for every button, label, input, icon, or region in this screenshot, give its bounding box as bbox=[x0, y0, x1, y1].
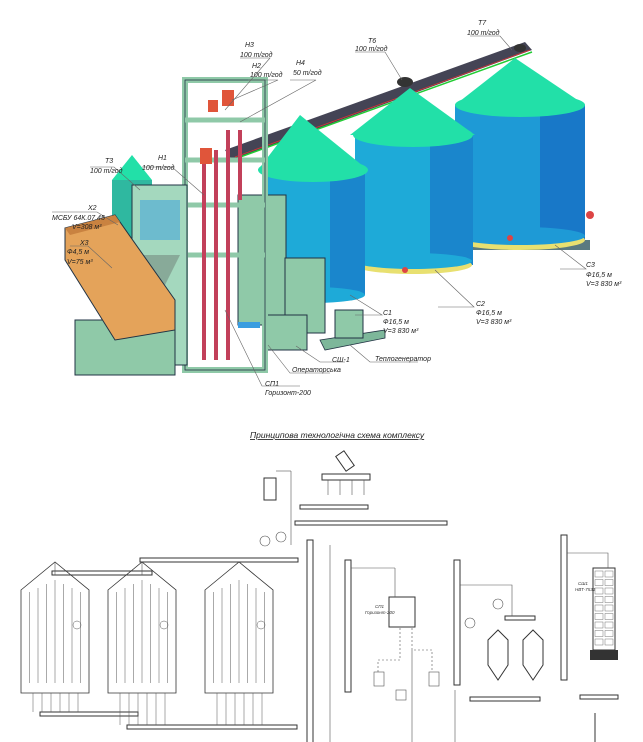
fan-icon bbox=[402, 267, 408, 273]
sp1-intake bbox=[238, 322, 260, 328]
label-c1-line2: V=3 830 м³ bbox=[383, 328, 419, 335]
label-t3-cap: 100 т/год bbox=[90, 167, 123, 175]
label-c3-name: С3 bbox=[586, 262, 595, 269]
label-c2-line2: V=3 830 м³ bbox=[476, 319, 512, 326]
label-n2-name: Н2 bbox=[252, 63, 261, 70]
conveyor-t8 bbox=[39, 711, 139, 717]
schematic-silo bbox=[107, 561, 177, 725]
elevator-n4 bbox=[560, 534, 568, 681]
truck-dump bbox=[321, 450, 371, 495]
label-x2-line2: V=308 м³ bbox=[72, 224, 102, 231]
label-sp1-name: СП1 bbox=[265, 381, 279, 388]
schematic-title: Принципова технологічна схема комплексу bbox=[250, 430, 425, 440]
orange-building bbox=[64, 214, 176, 376]
label-c3-line2: V=3 830 м³ bbox=[586, 281, 622, 288]
label-n3-name: Н3 bbox=[245, 42, 254, 49]
label-t6-cap: 100 т/год bbox=[355, 45, 388, 53]
sch-label-sh1-name: СШ1 bbox=[578, 581, 588, 586]
fan-icon bbox=[275, 531, 287, 543]
render-3d: Т7 100 т/год Т6 100 т/год Н3 100 т/год Н… bbox=[52, 20, 622, 397]
silo-c2 bbox=[350, 88, 475, 274]
label-n1-name: Н1 bbox=[158, 155, 167, 162]
sch-label-sp1-line1: Горизонт-200 bbox=[365, 610, 395, 615]
label-sp1-line1: Горизонт-200 bbox=[265, 390, 311, 397]
fan-icon bbox=[464, 617, 476, 629]
thermometry-icon bbox=[159, 620, 169, 630]
fan-icon bbox=[492, 598, 504, 610]
label-x3-name: Х3 bbox=[79, 240, 89, 247]
conveyor-t2 bbox=[294, 520, 448, 526]
operator-room bbox=[264, 314, 308, 351]
return-lines bbox=[329, 545, 596, 742]
elevator-n1 bbox=[306, 539, 314, 742]
label-n1-cap: 100 т/год bbox=[142, 164, 175, 172]
label-sh1: СШ-1 bbox=[332, 357, 350, 364]
t6-drive-icon bbox=[397, 77, 413, 87]
label-t6-name: Т6 bbox=[368, 38, 376, 45]
conveyor-t5 bbox=[139, 557, 299, 563]
label-n2-cap: 100 т/год bbox=[250, 71, 283, 79]
conveyor-t4 bbox=[51, 570, 153, 576]
label-heat-generator: Теплогенератор bbox=[375, 356, 431, 363]
motor-n1-icon bbox=[200, 148, 212, 164]
schematic-silos bbox=[20, 561, 274, 725]
hopper-bins bbox=[487, 629, 544, 681]
sch-label-sh1-line1: НВТ-7531 bbox=[575, 587, 596, 592]
silo-c3 bbox=[455, 58, 594, 250]
conveyor-t11 bbox=[579, 694, 619, 700]
fan-icon bbox=[586, 211, 594, 219]
label-n4-name: Н4 bbox=[296, 60, 305, 67]
aspiration-filter bbox=[263, 477, 277, 501]
label-operator-room: Операторська bbox=[292, 367, 341, 374]
thermometry-icon bbox=[256, 620, 266, 630]
schematic-silo bbox=[20, 561, 90, 712]
label-n3-cap: 100 т/год bbox=[240, 51, 273, 59]
conveyor-t1 bbox=[299, 504, 369, 510]
sch-label-sp1-name: СП1 bbox=[375, 604, 385, 609]
schematic-silo bbox=[204, 561, 274, 725]
separator-sp1 bbox=[388, 596, 416, 628]
motor-n3-icon bbox=[208, 100, 218, 112]
label-t7-cap: 100 т/год bbox=[467, 29, 500, 37]
label-t7-name: Т7 bbox=[478, 20, 487, 27]
thermometry-icon bbox=[72, 620, 82, 630]
label-n4-cap: 50 т/год bbox=[293, 69, 322, 77]
elevator-n2 bbox=[453, 559, 461, 686]
fan-icon bbox=[507, 235, 513, 241]
conveyor-t6 bbox=[504, 615, 536, 621]
label-c1-line1: Ф16,5 м bbox=[383, 319, 409, 326]
label-c2-name: С2 bbox=[476, 301, 485, 308]
elevator-n3 bbox=[344, 559, 352, 693]
label-c3-line1: Ф16,5 м bbox=[586, 272, 612, 279]
label-c1-name: С1 bbox=[383, 310, 392, 317]
conveyor-t9 bbox=[126, 724, 298, 730]
fan-icon bbox=[259, 535, 271, 547]
t7-drive-icon bbox=[514, 44, 526, 52]
label-x3-line1: Ф4,5 м bbox=[67, 249, 89, 256]
label-t3-name: Т3 bbox=[105, 158, 113, 165]
label-x3-line2: V=75 м³ bbox=[67, 259, 93, 266]
label-x2-name: Х2 bbox=[87, 205, 97, 212]
render-labels: Т7 100 т/год Т6 100 т/год Н3 100 т/год Н… bbox=[52, 20, 622, 397]
process-schematic: СП1 Горизонт-200 СШ1 НВТ-7531 bbox=[20, 450, 619, 742]
conveyor-t10 bbox=[469, 696, 541, 702]
motor-n2-icon bbox=[222, 90, 234, 106]
label-x2-line1: МСБУ 64К.07.45 bbox=[52, 215, 105, 222]
dryer-sh1-schematic bbox=[590, 567, 618, 660]
label-c2-line1: Ф16,5 м bbox=[476, 310, 502, 317]
